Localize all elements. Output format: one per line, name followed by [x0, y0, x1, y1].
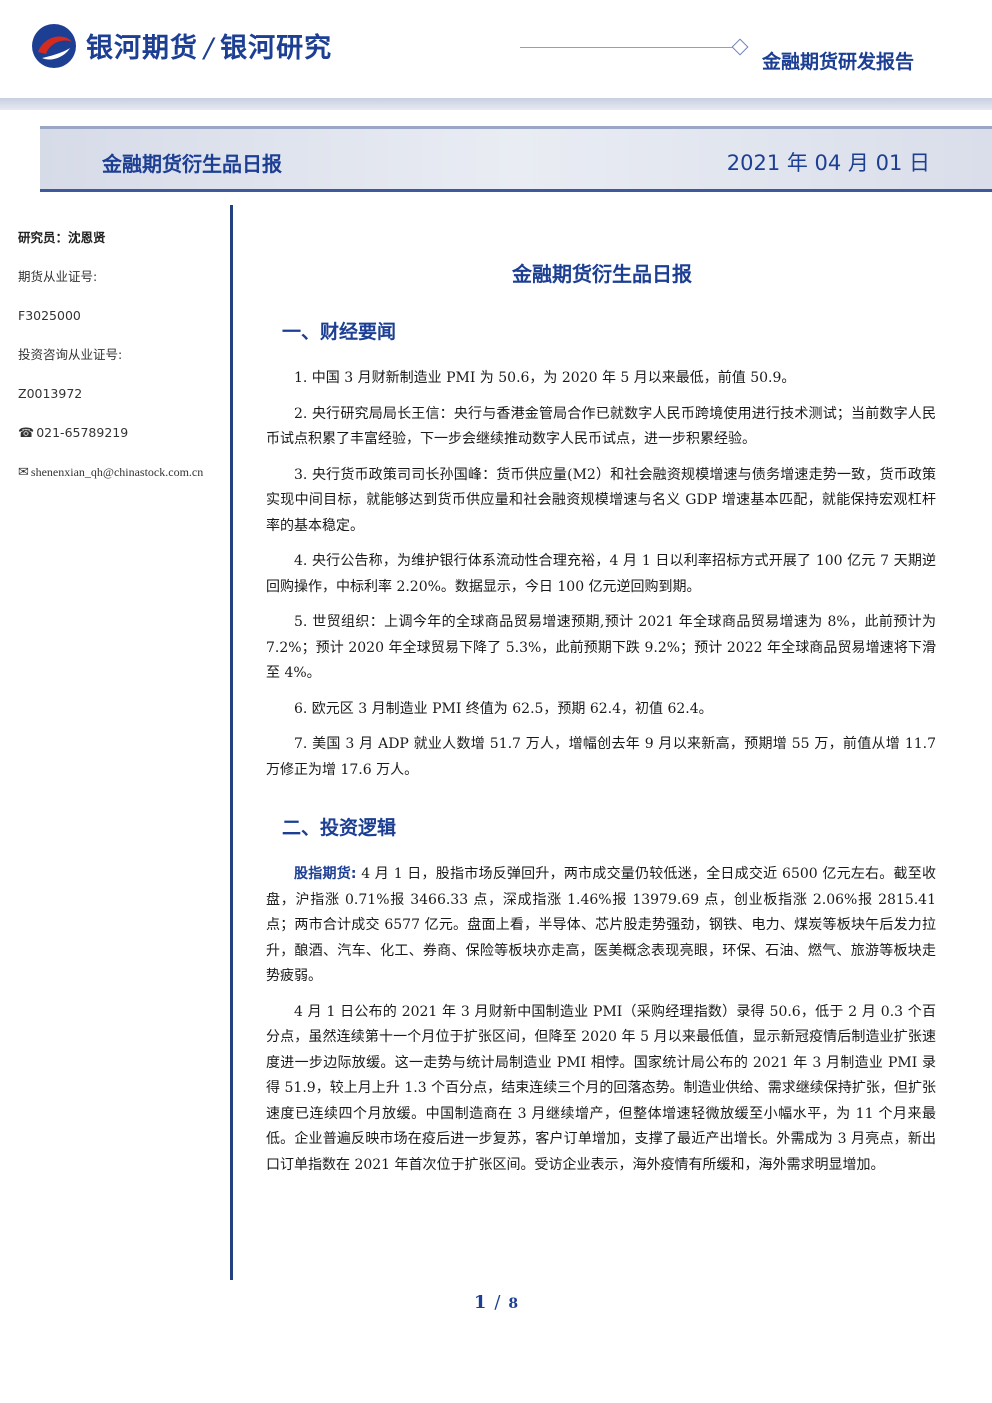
header-band — [0, 98, 992, 110]
news-item: 2. 央行研究局局长王信：央行与香港金管局合作已就数字人民币跨境使用进行技术测试… — [266, 405, 936, 448]
band-title: 金融期货衍生品日报 — [102, 152, 282, 176]
phone-icon: ☎ — [18, 426, 35, 441]
logic-paragraph: 股指期货: 4 月 1 日，股指市场反弹回升，两市成交量仍较低迷，全日成交近 6… — [266, 862, 936, 990]
logic-label: 股指期货: — [294, 866, 357, 882]
phone-row: ☎021-65789219 — [18, 423, 228, 462]
news-item: 1. 中国 3 月财新制造业 PMI 为 50.6，为 2020 年 5 月以来… — [294, 370, 796, 386]
email-row: ✉shenenxian_qh@chinastock.com.cn — [18, 462, 228, 501]
email-address[interactable]: shenenxian_qh@chinastock.com.cn — [30, 465, 204, 479]
futures-cert-label: 期货从业证号: — [18, 269, 98, 284]
advisory-cert-number: Z0013972 — [18, 386, 83, 401]
news-item: 4. 央行公告称，为维护银行体系流动性合理充裕，4 月 1 日以利率招标方式开展… — [266, 553, 936, 595]
logic-text: 4 月 1 日，股指市场反弹回升，两市成交量仍较低迷，全日成交近 6500 亿元… — [266, 866, 936, 984]
advisory-cert-label: 投资咨询从业证号: — [18, 347, 123, 362]
logic-paragraph-pmi: 4 月 1 日公布的 2021 年 3 月财新中国制造业 PMI（采购经理指数）… — [266, 1003, 936, 1173]
news-item: 5. 世贸组织：上调今年的全球商品贸易增速预期,预计 2021 年全球商品贸易增… — [266, 614, 936, 681]
document-title: 金融期货衍生品日报 — [512, 262, 692, 286]
diamond-icon — [731, 38, 749, 56]
galaxy-logo-icon — [32, 24, 76, 68]
section-heading-logic: 二、投资逻辑 — [282, 817, 397, 839]
page-total: 8 — [508, 1296, 519, 1312]
brand-name: 银河期货 — [86, 33, 198, 64]
title-band: 金融期货衍生品日报 2021 年 04 月 01 日 — [40, 126, 992, 192]
news-item: 6. 欧元区 3 月制造业 PMI 终值为 62.5，预期 62.4，初值 62… — [294, 700, 713, 717]
page-indicator: 1 / 8 — [0, 1292, 992, 1313]
futures-cert-number: F3025000 — [18, 308, 81, 323]
brand-divider: / — [204, 33, 215, 64]
report-type: 金融期货研发报告 — [762, 51, 915, 73]
page-separator: / — [494, 1292, 501, 1313]
brand-research: 银河研究 — [220, 33, 333, 64]
analyst-name: 研究员：沈恩贤 — [18, 230, 106, 245]
main-content: 金融期货衍生品日报 一、财经要闻 1. 中国 3 月财新制造业 PMI 为 50… — [266, 258, 936, 1188]
report-date: 2021 年 04 月 01 日 — [726, 151, 930, 175]
mail-icon: ✉ — [18, 465, 29, 480]
author-sidebar: 研究员：沈恩贤 期货从业证号: F3025000 投资咨询从业证号: Z0013… — [18, 228, 228, 501]
news-item: 3. 央行货币政策司司长孙国峰：货币供应量(M2）和社会融资规模增速与债务增速走… — [266, 466, 936, 534]
header-divider-line — [520, 47, 732, 48]
news-item: 7. 美国 3 月 ADP 就业人数增 51.7 万人，增幅创去年 9 月以来新… — [266, 736, 936, 778]
section-heading-news: 一、财经要闻 — [282, 321, 397, 343]
sidebar-divider — [230, 205, 233, 1280]
brand-title: 银河期货/银河研究 — [86, 26, 332, 65]
page-current: 1 — [473, 1292, 487, 1313]
phone-number: 021-65789219 — [36, 425, 129, 440]
